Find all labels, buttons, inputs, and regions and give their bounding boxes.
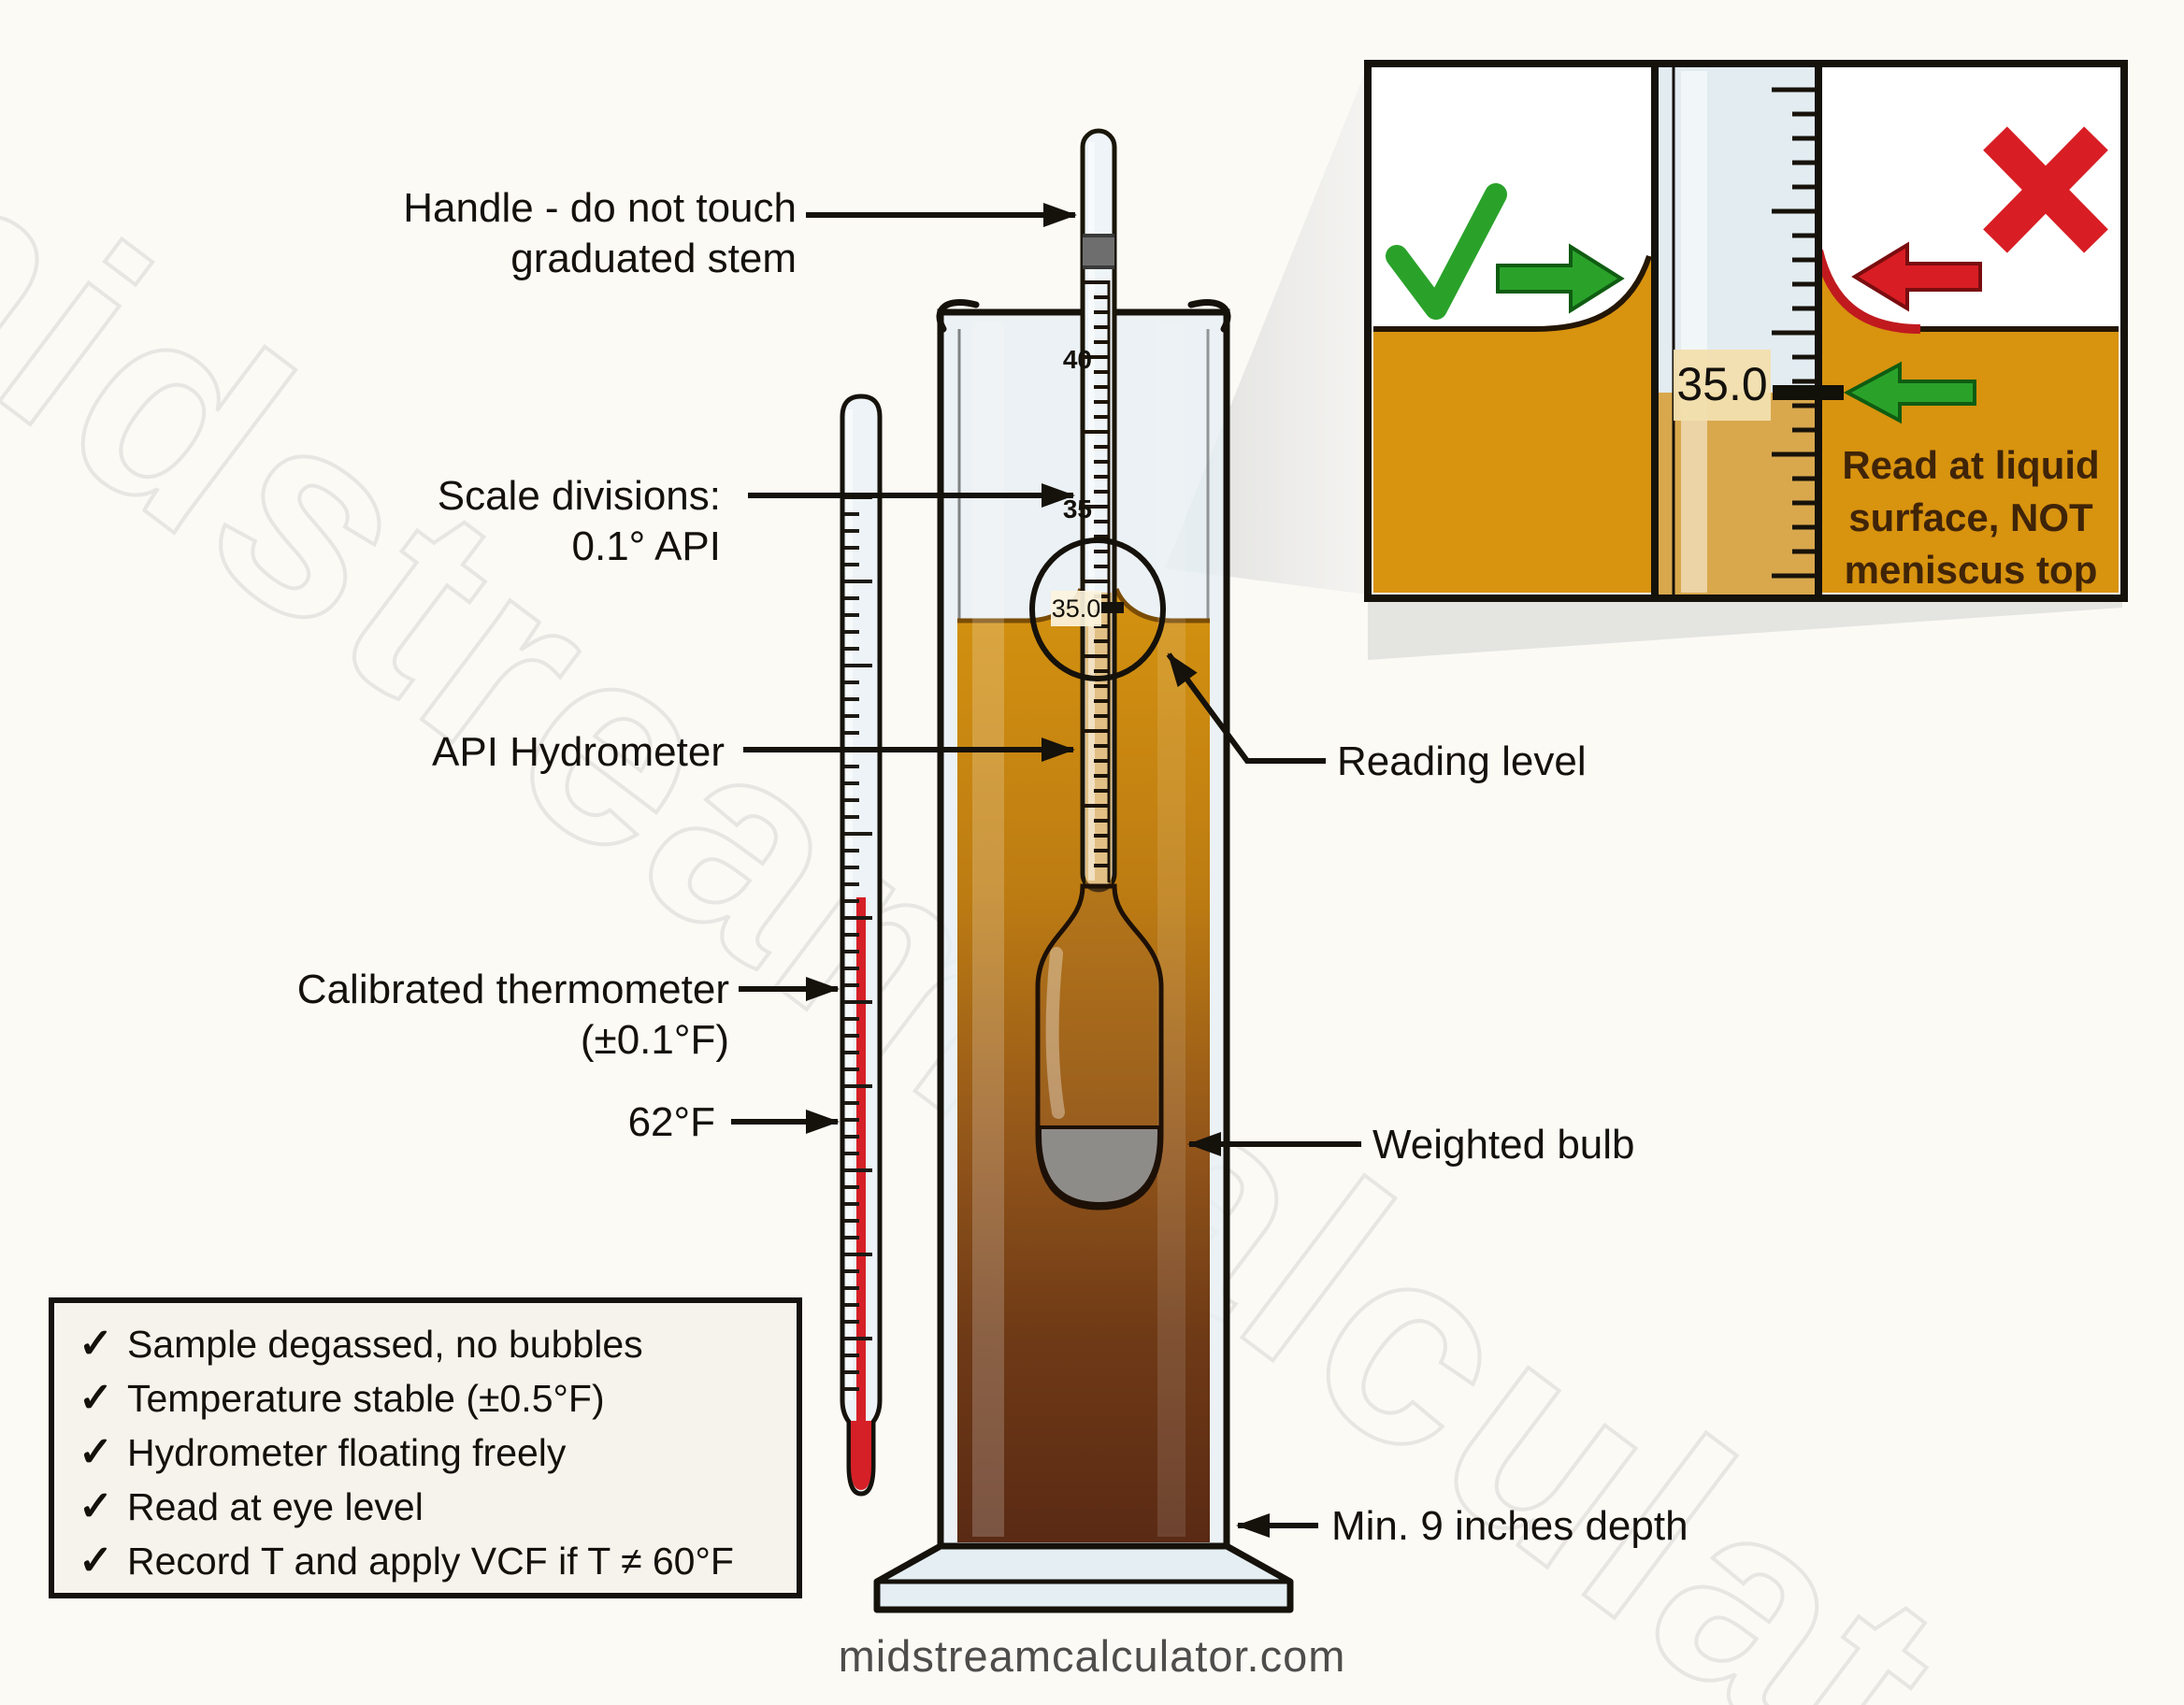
inset-stem-submerged (1655, 393, 1818, 595)
inset-caption-line2: surface, NOT (1848, 495, 2093, 539)
label-temperature: 62°F (627, 1099, 715, 1145)
check-icon (1386, 183, 1507, 320)
inset-graduations (1772, 87, 1817, 579)
stem-label-35: 35 (1063, 494, 1092, 523)
checklist-item-text: Temperature stable (±0.5°F) (127, 1377, 605, 1420)
cylinder-base (873, 1542, 1294, 1613)
inset-reading-box (1674, 350, 1771, 421)
checklist-item-text: Record T and apply VCF if T ≠ 60°F (127, 1540, 734, 1583)
checklist-item: ✓ Hydrometer floating freely (79, 1428, 787, 1483)
checklist-item-text: Read at eye level (127, 1485, 424, 1528)
ballast (1038, 1125, 1161, 1207)
best-practices-checklist: ✓ Sample degassed, no bubbles ✓ Temperat… (49, 1297, 802, 1598)
arrow-reading-level (1166, 652, 1326, 764)
label-thermometer-line1: Calibrated thermometer (296, 967, 729, 1012)
checklist-item-text: Sample degassed, no bubbles (127, 1323, 643, 1366)
cylinder-lip-right (1187, 299, 1231, 333)
label-thermometer-line2: (±0.1°F) (580, 1017, 729, 1063)
check-glyph: ✓ (79, 1375, 113, 1421)
label-api-hydrometer: API Hydrometer (432, 729, 725, 775)
checklist-item: ✓ Read at eye level (79, 1483, 787, 1537)
stem-reading-box (1051, 591, 1101, 626)
check-glyph: ✓ (79, 1321, 113, 1367)
oil-liquid (957, 589, 1210, 1542)
inset-reading-tick (1773, 385, 1844, 400)
label-scale-line1: Scale divisions: (437, 473, 721, 519)
checklist-item-text: Hydrometer floating freely (127, 1431, 567, 1474)
graduated-cylinder (873, 299, 1294, 1613)
check-glyph: ✓ (79, 1538, 113, 1583)
label-thermometer: Calibrated thermometer (±0.1°F) (297, 965, 729, 1066)
label-weighted-bulb: Weighted bulb (1372, 1122, 1635, 1168)
label-handle-line2: graduated stem (510, 236, 797, 281)
checklist-item: ✓ Temperature stable (±0.5°F) (79, 1374, 787, 1428)
footer-watermark: midstreamcalculator.com (838, 1631, 1346, 1681)
label-scale-divisions: Scale divisions: 0.1° API (438, 471, 721, 572)
inset-caption-line1: Read at liquid (1842, 443, 2099, 487)
thermometer-red-column (856, 897, 866, 1430)
checklist-item: ✓ Sample degassed, no bubbles (79, 1320, 787, 1374)
label-reading-level: Reading level (1337, 738, 1587, 784)
inset-wrong-meniscus-line (1814, 249, 1921, 334)
reading-level-circle (1029, 537, 1166, 681)
stem-reading-value: 35.0 (1052, 595, 1101, 623)
stem-label-40: 40 (1063, 345, 1092, 374)
label-min-depth: Min. 9 inches depth (1331, 1503, 1688, 1549)
meniscus-inset: 35.0 Read at liquid surface, NOT meniscu… (1364, 60, 2128, 602)
thermometer-red-bulb (851, 1421, 871, 1490)
arrow-right-green-icon (1496, 243, 1625, 314)
inset-caption-line3: meniscus top (1845, 548, 2098, 592)
arrow-left-red-icon (1851, 241, 1982, 312)
checklist-item: ✓ Record T and apply VCF if T ≠ 60°F (79, 1537, 787, 1591)
label-handle: Handle - do not touch graduated stem (403, 183, 797, 284)
label-scale-line2: 0.1° API (571, 523, 721, 569)
arrow-left-green-icon (1843, 361, 1976, 424)
leader-arrows (731, 203, 1361, 1538)
label-handle-line1: Handle - do not touch (403, 185, 797, 231)
cylinder-lip-left (936, 299, 980, 333)
inset-reading-value: 35.0 (1676, 358, 1767, 410)
inset-left-liquid (1373, 256, 1655, 593)
hydrometer-handle-band (1083, 236, 1114, 267)
check-glyph: ✓ (79, 1483, 113, 1529)
inset-right-liquid (1818, 251, 2119, 593)
cross-icon (1983, 126, 2108, 253)
api-hydrometer: 40 35 35.0 (1029, 128, 1166, 1211)
check-glyph: ✓ (79, 1429, 113, 1475)
thermometer (840, 394, 883, 1497)
